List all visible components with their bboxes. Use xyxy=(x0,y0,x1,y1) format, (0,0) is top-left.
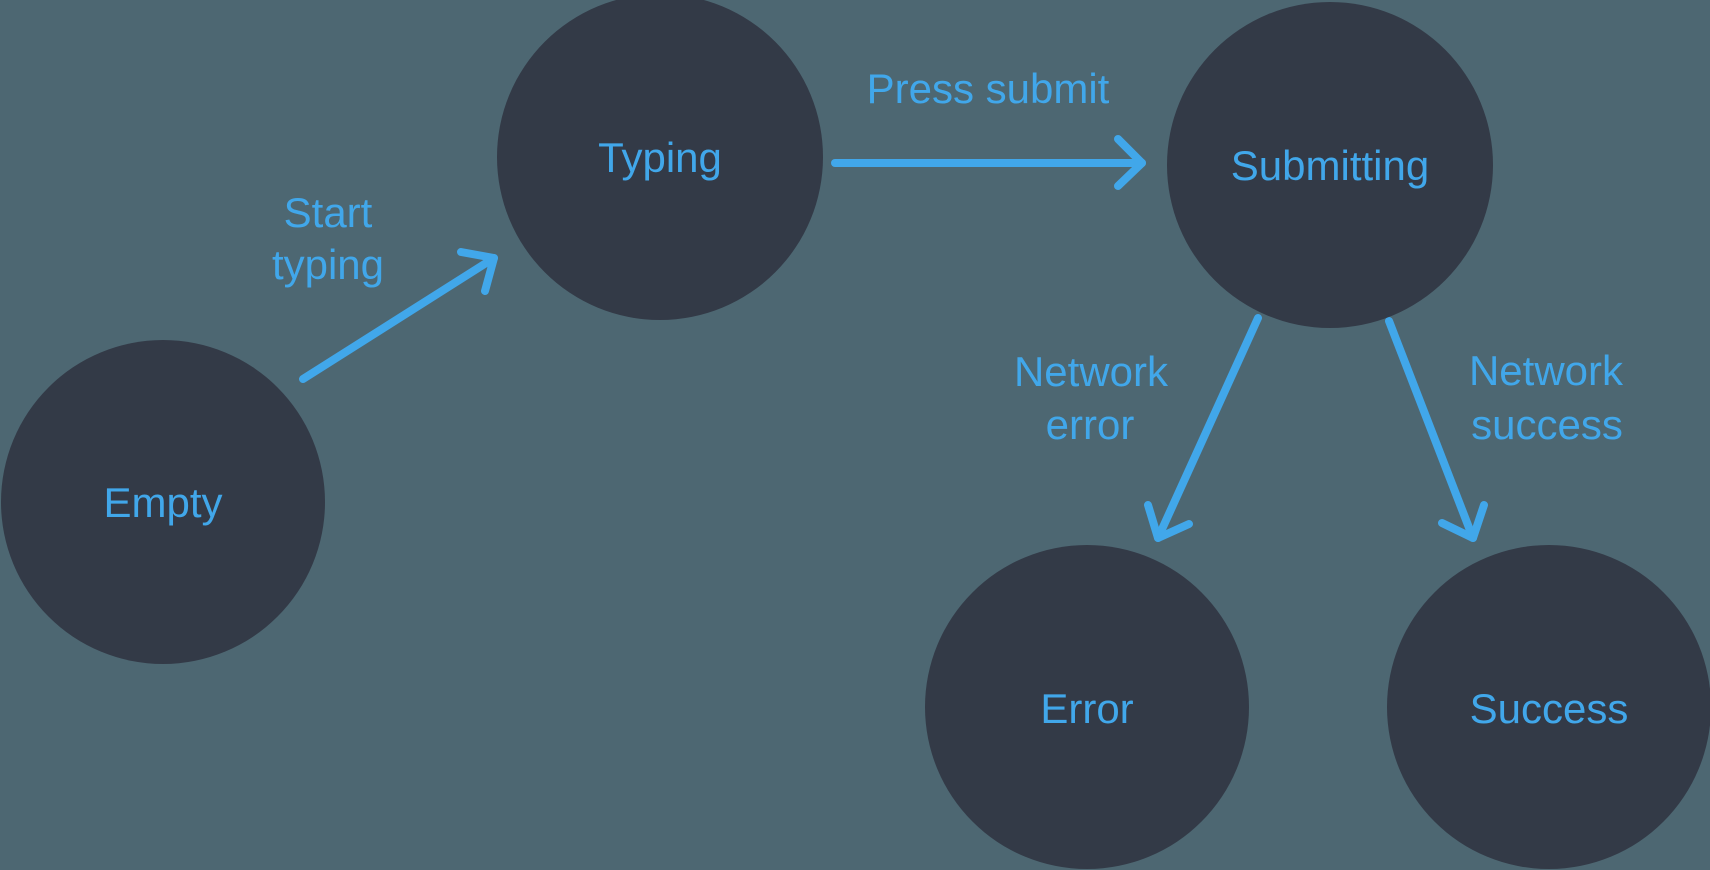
transition-network-success: Network success xyxy=(1385,317,1624,542)
state-label-empty: Empty xyxy=(103,479,222,526)
arrowhead xyxy=(1144,501,1193,542)
arrowhead xyxy=(1438,501,1488,542)
transition-label-line: error xyxy=(1046,401,1135,448)
transition-label-line: success xyxy=(1471,401,1623,448)
state-label-typing: Typing xyxy=(598,134,722,181)
state-submitting: Submitting xyxy=(1167,2,1493,328)
arrowhead xyxy=(457,248,498,295)
state-circle-typing xyxy=(497,0,823,320)
transition-label-line: Network xyxy=(1014,348,1169,395)
arrow-shaft xyxy=(1385,317,1477,542)
transition-label-line: typing xyxy=(272,241,384,288)
state-label-success: Success xyxy=(1470,685,1629,732)
arrowhead xyxy=(1114,135,1146,190)
state-empty: Empty xyxy=(1,340,325,664)
transition-label-line: Press submit xyxy=(867,65,1110,112)
state-label-submitting: Submitting xyxy=(1231,142,1429,189)
transition-label-line: Network xyxy=(1469,347,1624,394)
state-success: Success xyxy=(1387,545,1710,869)
state-label-error: Error xyxy=(1040,685,1133,732)
transition-network-error: Network error xyxy=(1014,314,1262,542)
arrow-shaft xyxy=(299,254,498,383)
transition-start-typing: Start typing xyxy=(272,189,498,383)
state-circle-empty xyxy=(1,340,325,664)
state-typing: Typing xyxy=(497,0,823,320)
state-circle-error xyxy=(925,545,1249,869)
transition-label-line: Start xyxy=(284,189,373,236)
state-error: Error xyxy=(925,545,1249,869)
arrow-shaft xyxy=(1154,314,1262,542)
state-circle-success xyxy=(1387,545,1710,869)
transition-press-submit: Press submit xyxy=(831,65,1146,190)
state-circle-submitting xyxy=(1167,2,1493,328)
